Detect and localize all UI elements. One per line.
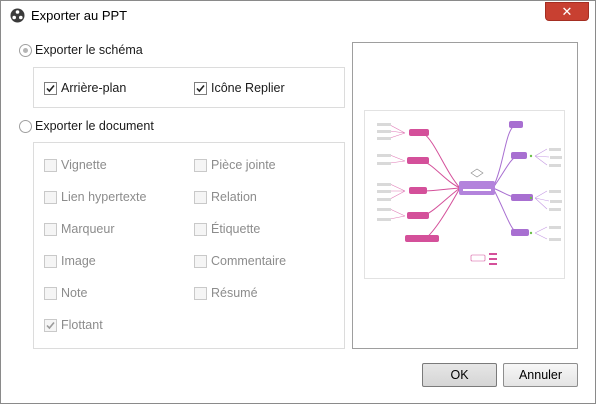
document-options-group: Vignette Pièce jointe Lien hypertexte Re… [33,142,345,349]
mindmap-preview-image [377,121,562,265]
checkmark-icon [196,84,205,92]
tag-label-text: Étiquette [211,222,261,236]
mindmap-thumbnail [364,110,565,279]
summary-checkbox[interactable] [194,286,207,300]
doc-option-floating[interactable]: Flottant [44,318,103,332]
hyperlink-label: Lien hypertexte [61,190,147,204]
app-logo-icon [10,8,25,23]
doc-option-note[interactable]: Note [44,286,87,300]
doc-option-comment[interactable]: Commentaire [194,254,286,268]
export-schema-label: Exporter le schéma [35,43,143,57]
export-schema-option[interactable]: Exporter le schéma [19,43,143,57]
cancel-button[interactable]: Annuler [503,363,578,387]
title-bar: Exporter au PPT ✕ [1,1,595,31]
checkmark-icon [46,321,55,329]
comment-checkbox[interactable] [194,254,207,268]
doc-option-marker[interactable]: Marqueur [44,222,115,236]
attachment-label: Pièce jointe [211,158,276,172]
window-title: Exporter au PPT [31,8,128,23]
image-checkbox[interactable] [44,254,57,268]
export-schema-radio[interactable] [19,43,32,57]
checkmark-icon [46,84,55,92]
doc-option-label[interactable]: Étiquette [194,222,260,236]
background-option[interactable]: Arrière-plan [44,81,126,95]
summary-label: Résumé [211,286,258,300]
export-document-label: Exporter le document [35,119,154,133]
export-document-radio[interactable] [19,119,32,133]
collapse-icon-label: Icône Replier [211,81,285,95]
relation-checkbox[interactable] [194,190,207,204]
close-button[interactable]: ✕ [545,2,589,21]
thumbnail-checkbox[interactable] [44,158,57,172]
export-document-option[interactable]: Exporter le document [19,119,154,133]
tag-label-checkbox[interactable] [194,222,207,236]
note-label: Note [61,286,88,300]
doc-option-thumbnail[interactable]: Vignette [44,158,107,172]
note-checkbox[interactable] [44,286,57,300]
schema-options-group: Arrière-plan Icône Replier [33,67,345,108]
thumbnail-label: Vignette [61,158,107,172]
doc-option-attachment[interactable]: Pièce jointe [194,158,276,172]
doc-option-hyperlink[interactable]: Lien hypertexte [44,190,146,204]
marker-checkbox[interactable] [44,222,57,236]
doc-option-summary[interactable]: Résumé [194,286,258,300]
hyperlink-checkbox[interactable] [44,190,57,204]
preview-panel [352,42,578,349]
collapse-icon-option[interactable]: Icône Replier [194,81,285,95]
doc-option-image[interactable]: Image [44,254,96,268]
relation-label: Relation [211,190,257,204]
image-label: Image [61,254,96,268]
attachment-checkbox[interactable] [194,158,207,172]
floating-label: Flottant [61,318,103,332]
close-icon: ✕ [561,4,573,19]
background-checkbox[interactable] [44,81,57,95]
floating-checkbox[interactable] [44,318,57,332]
marker-label: Marqueur [61,222,115,236]
background-label: Arrière-plan [61,81,127,95]
comment-label: Commentaire [211,254,287,268]
collapse-icon-checkbox[interactable] [194,81,207,95]
ok-button[interactable]: OK [422,363,497,387]
doc-option-relation[interactable]: Relation [194,190,257,204]
